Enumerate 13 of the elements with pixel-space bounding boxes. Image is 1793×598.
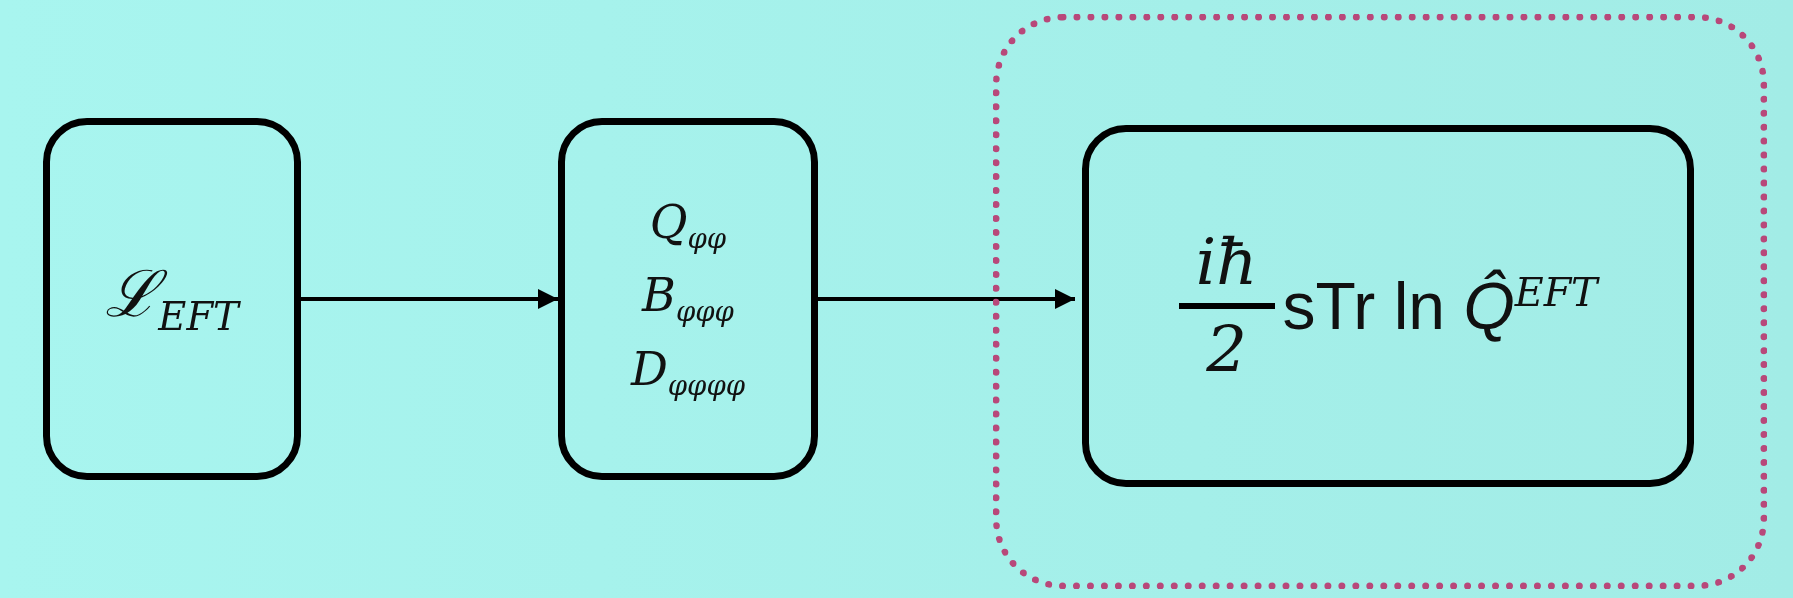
fraction-denominator: 2 [1206,315,1247,386]
dotted-region [993,14,1767,589]
arrow [301,289,558,309]
math-symbol: B$_{φφφ}$ [642,270,734,328]
fraction-numerator: iħ [1195,226,1258,297]
rounded-box [1082,125,1694,487]
math-symbol: ℒ$_{EFT}$ [105,259,239,339]
formula-text: sTr ln Q̂$^{EFT}$ [1282,268,1598,344]
rounded-box [43,118,301,480]
math-symbol: Q$_{φφ}$ [649,196,727,255]
rounded-box [558,118,818,480]
math-symbol: D$_{φφφφ}$ [630,343,746,402]
arrow [818,289,1075,309]
